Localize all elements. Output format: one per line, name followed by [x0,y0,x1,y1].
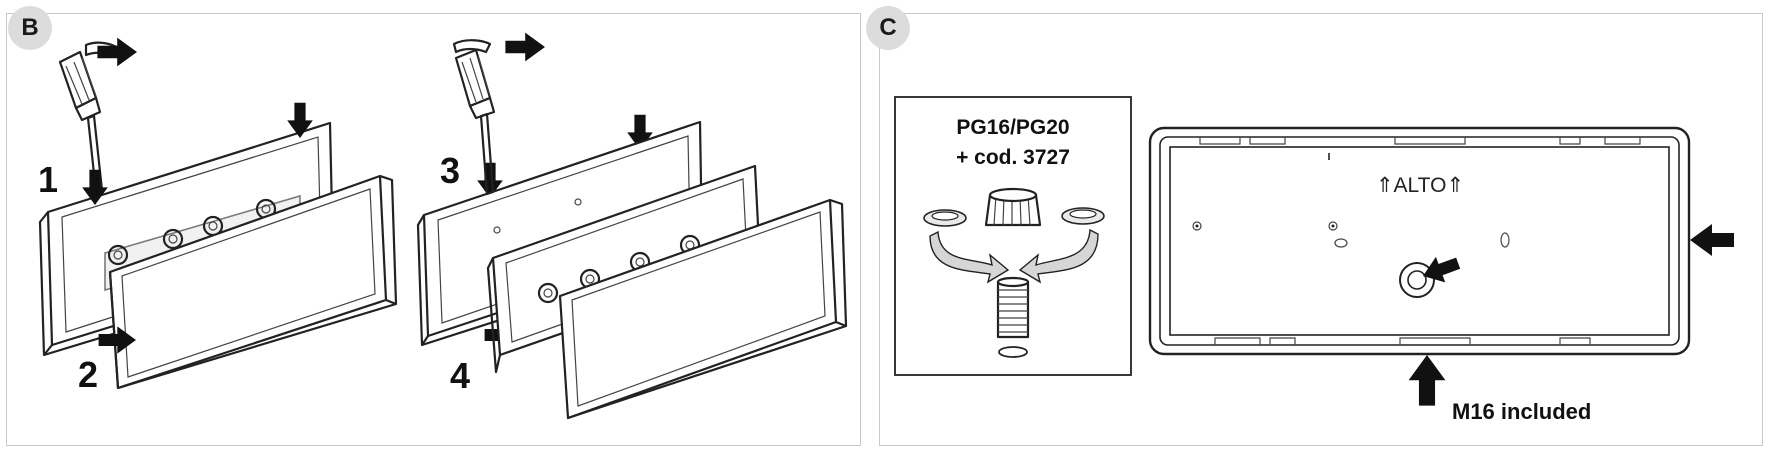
diffuser-frame-right [558,198,848,420]
step-number-4: 4 [450,355,470,396]
housing-front-view: ⇑ALTO⇑ [1148,126,1691,356]
curved-arrow-icon [929,228,1099,284]
section-badge-b: B [8,6,52,50]
threaded-body-icon [996,276,1030,358]
m16-included-label: M16 included [1452,399,1591,424]
cable-gland-inset: PG16/PG20 + cod. 3727 [894,96,1132,376]
diffuser-frame-left [108,174,398,390]
inset-title-line1: PG16/PG20 [956,116,1069,139]
step-number-1: 1 [38,159,58,200]
screwdriver-icon [58,41,120,194]
gland-nut-icon [984,187,1042,227]
section-badge-c: C [866,6,910,50]
top-mark-label: ⇑ALTO⇑ [1376,174,1464,197]
step-number-2: 2 [78,354,98,395]
step-number-3: 3 [440,150,460,191]
inset-title-line2: + cod. 3727 [956,146,1070,169]
seal-ring-icon [923,207,1105,227]
screwdriver-icon-2 [452,39,496,196]
